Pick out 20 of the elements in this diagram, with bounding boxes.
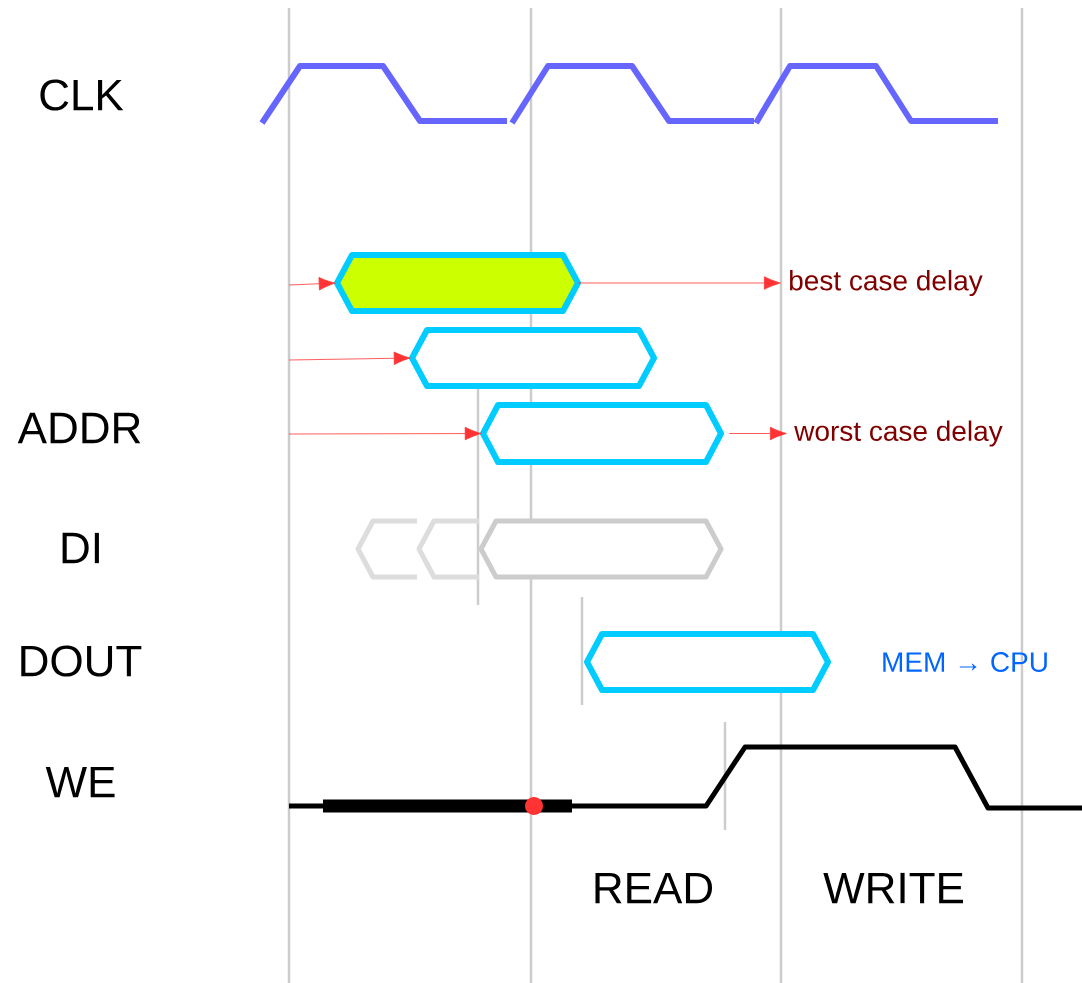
hexagon-box [584,631,831,693]
arrow [288,277,336,291]
arrow [577,276,781,290]
signal-label: MEM → CPU [883,652,1047,672]
hexagon-box [334,252,581,314]
delay-label: best case delay [790,269,983,297]
arrow [288,351,411,365]
signal-label: WE [45,766,115,798]
hexagon-box [409,327,657,389]
signal-label: WRITE [823,872,963,904]
hexagon-box [480,402,724,465]
signal-label: DI [62,532,99,564]
arrow [288,426,482,441]
signal-label: DOUT [21,645,142,677]
delay-label: worst case delay [794,420,1003,447]
arrow [728,426,787,441]
signal-label: CLK [40,79,124,111]
signal-label: ADDR [17,412,141,444]
hexagon-box [478,518,724,580]
signal-label: READ [595,872,712,904]
